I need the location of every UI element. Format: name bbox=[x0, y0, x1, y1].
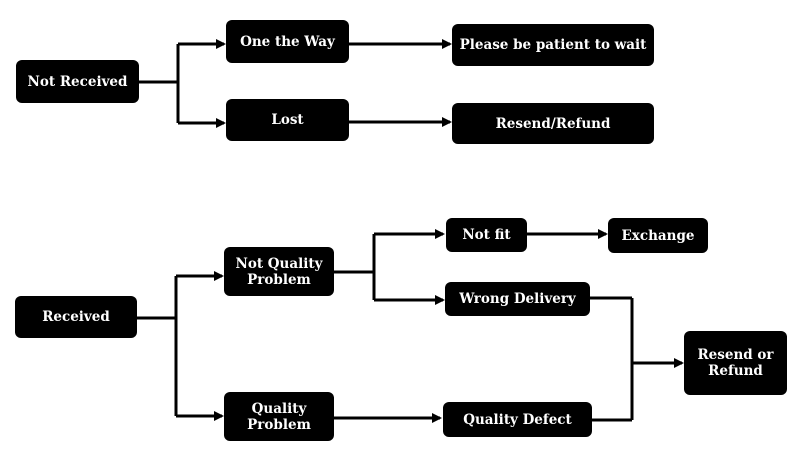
node-exchange: Exchange bbox=[608, 218, 708, 253]
node-not-quality-problem: Not Quality Problem bbox=[224, 247, 334, 296]
node-not-fit: Not fit bbox=[446, 218, 527, 252]
node-quality-problem: Quality Problem bbox=[224, 392, 334, 441]
node-resend-or-refund: Resend or Refund bbox=[684, 331, 787, 395]
node-please-wait: Please be patient to wait bbox=[452, 24, 654, 66]
node-received: Received bbox=[15, 296, 137, 338]
node-on-the-way: One the Way bbox=[226, 20, 349, 63]
node-lost: Lost bbox=[226, 99, 349, 141]
node-wrong-delivery: Wrong Delivery bbox=[445, 282, 590, 316]
node-not-received: Not Received bbox=[16, 60, 139, 103]
node-resend-refund: Resend/Refund bbox=[452, 103, 654, 144]
node-quality-defect: Quality Defect bbox=[443, 402, 592, 437]
